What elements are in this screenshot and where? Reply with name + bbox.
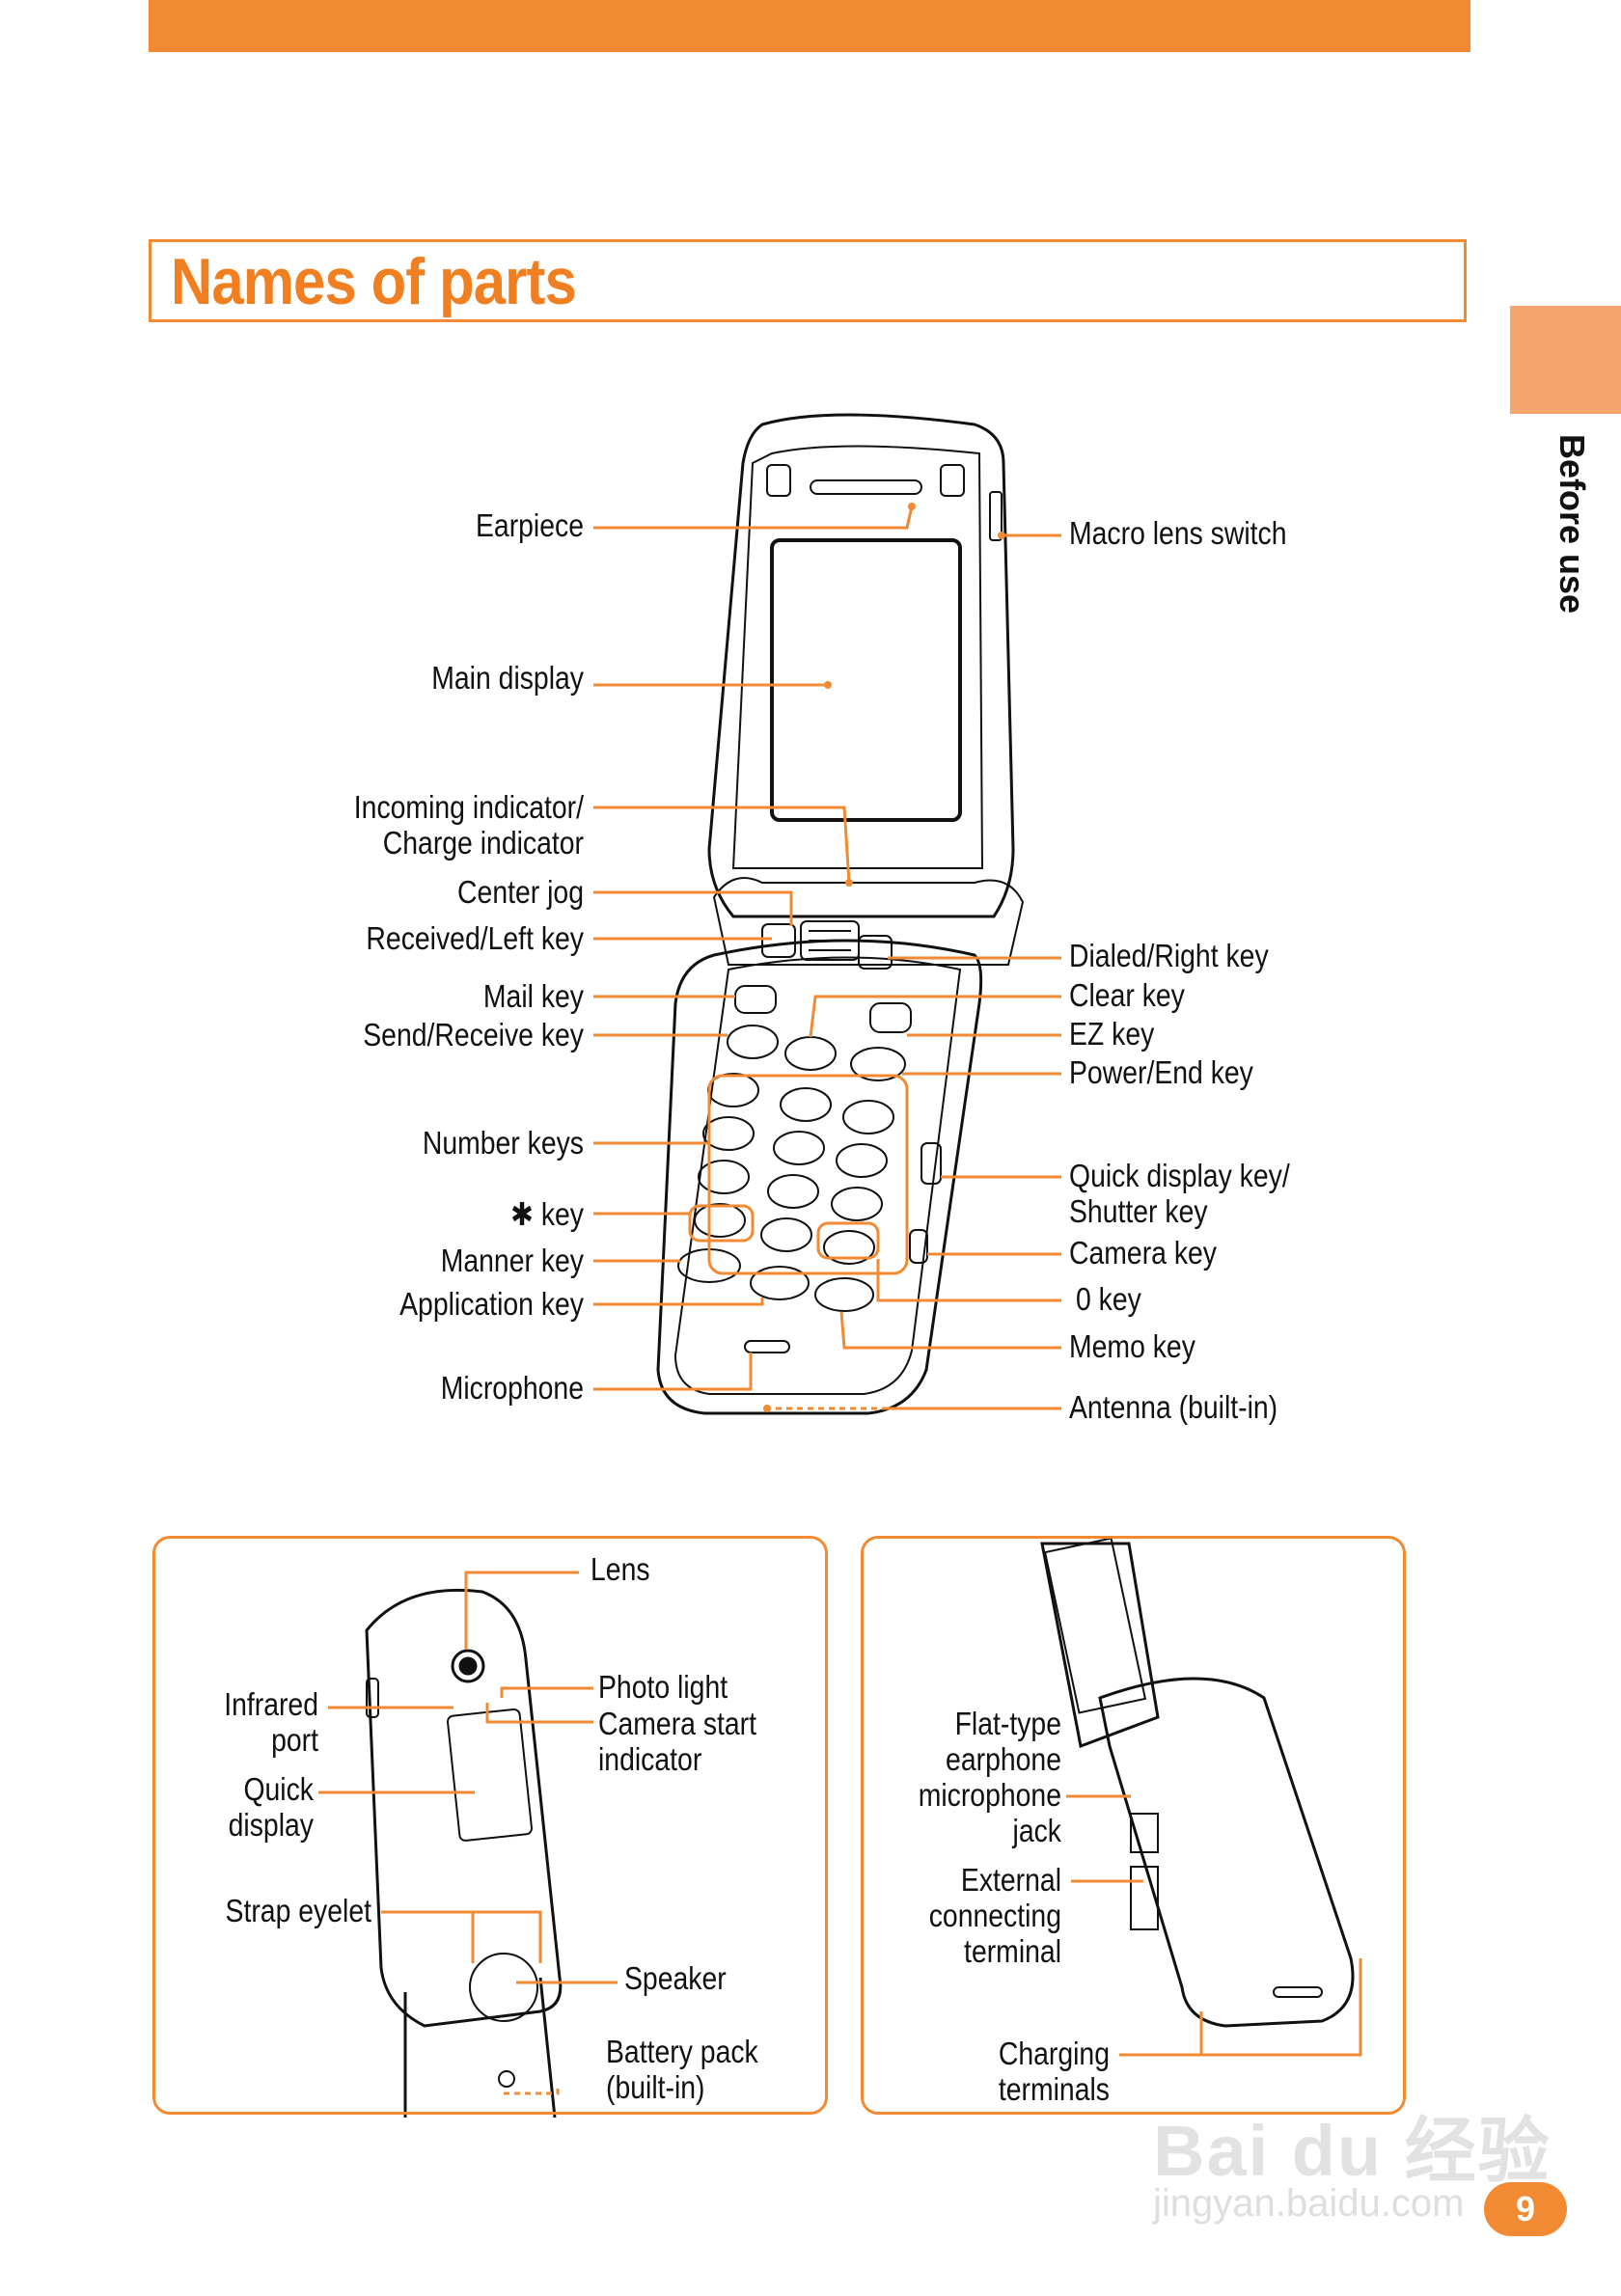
label-microphone: Microphone xyxy=(440,1370,584,1406)
label-manner-key: Manner key xyxy=(440,1243,584,1278)
label-mail-key: Mail key xyxy=(482,978,584,1014)
label-zero-key: 0 key xyxy=(1076,1281,1141,1317)
label-ez-key: EZ key xyxy=(1069,1016,1155,1052)
inset-back-view xyxy=(152,1536,828,2115)
label-external-terminal: External connecting terminal xyxy=(928,1862,1061,1969)
label-battery-pack: Battery pack (built-in) xyxy=(606,2034,758,2105)
label-charging-terminals: Charging terminals xyxy=(998,2036,1110,2107)
label-earphone-jack: Flat-type earphone microphone jack xyxy=(918,1706,1061,1848)
label-camera-start-indicator: Camera start indicator xyxy=(598,1706,757,1777)
label-number-keys: Number keys xyxy=(422,1125,584,1161)
label-power-end-key: Power/End key xyxy=(1069,1054,1253,1090)
label-infrared-port: Infrared port xyxy=(224,1686,318,1758)
label-memo-key: Memo key xyxy=(1069,1328,1195,1364)
label-speaker: Speaker xyxy=(624,1960,727,1996)
watermark-url: jingyan.baidu.com xyxy=(1153,2182,1465,2225)
label-received-left-key: Received/Left key xyxy=(366,920,584,956)
label-main-display: Main display xyxy=(431,660,584,696)
label-macro-lens-switch: Macro lens switch xyxy=(1069,515,1287,551)
section-tab xyxy=(1510,306,1621,414)
label-send-receive-key: Send/Receive key xyxy=(363,1017,584,1052)
inset-side-view xyxy=(861,1536,1406,2115)
page-title-box: Names of parts xyxy=(149,239,1467,322)
label-quick-display: Quick display xyxy=(228,1771,314,1843)
label-photo-light: Photo light xyxy=(598,1669,728,1705)
label-dialed-right-key: Dialed/Right key xyxy=(1069,938,1269,973)
label-antenna: Antenna (built-in) xyxy=(1069,1389,1278,1425)
watermark-brand: Bai du 经验 xyxy=(1153,2111,1552,2191)
label-camera-key: Camera key xyxy=(1069,1235,1217,1271)
label-earpiece: Earpiece xyxy=(475,507,584,543)
label-center-jog: Center jog xyxy=(457,874,584,910)
label-application-key: Application key xyxy=(399,1286,584,1322)
label-lens: Lens xyxy=(591,1551,650,1587)
label-star-key: ✱ key xyxy=(510,1196,584,1232)
section-tab-label: Before use xyxy=(1552,434,1592,615)
page-number: 9 xyxy=(1484,2182,1567,2236)
label-strap-eyelet: Strap eyelet xyxy=(225,1893,371,1928)
label-clear-key: Clear key xyxy=(1069,977,1185,1013)
label-quick-display-key: Quick display key/ Shutter key xyxy=(1069,1158,1290,1229)
top-accent-bar xyxy=(149,0,1470,52)
label-incoming-indicator: Incoming indicator/ Charge indicator xyxy=(353,789,584,861)
page-title: Names of parts xyxy=(171,245,577,318)
